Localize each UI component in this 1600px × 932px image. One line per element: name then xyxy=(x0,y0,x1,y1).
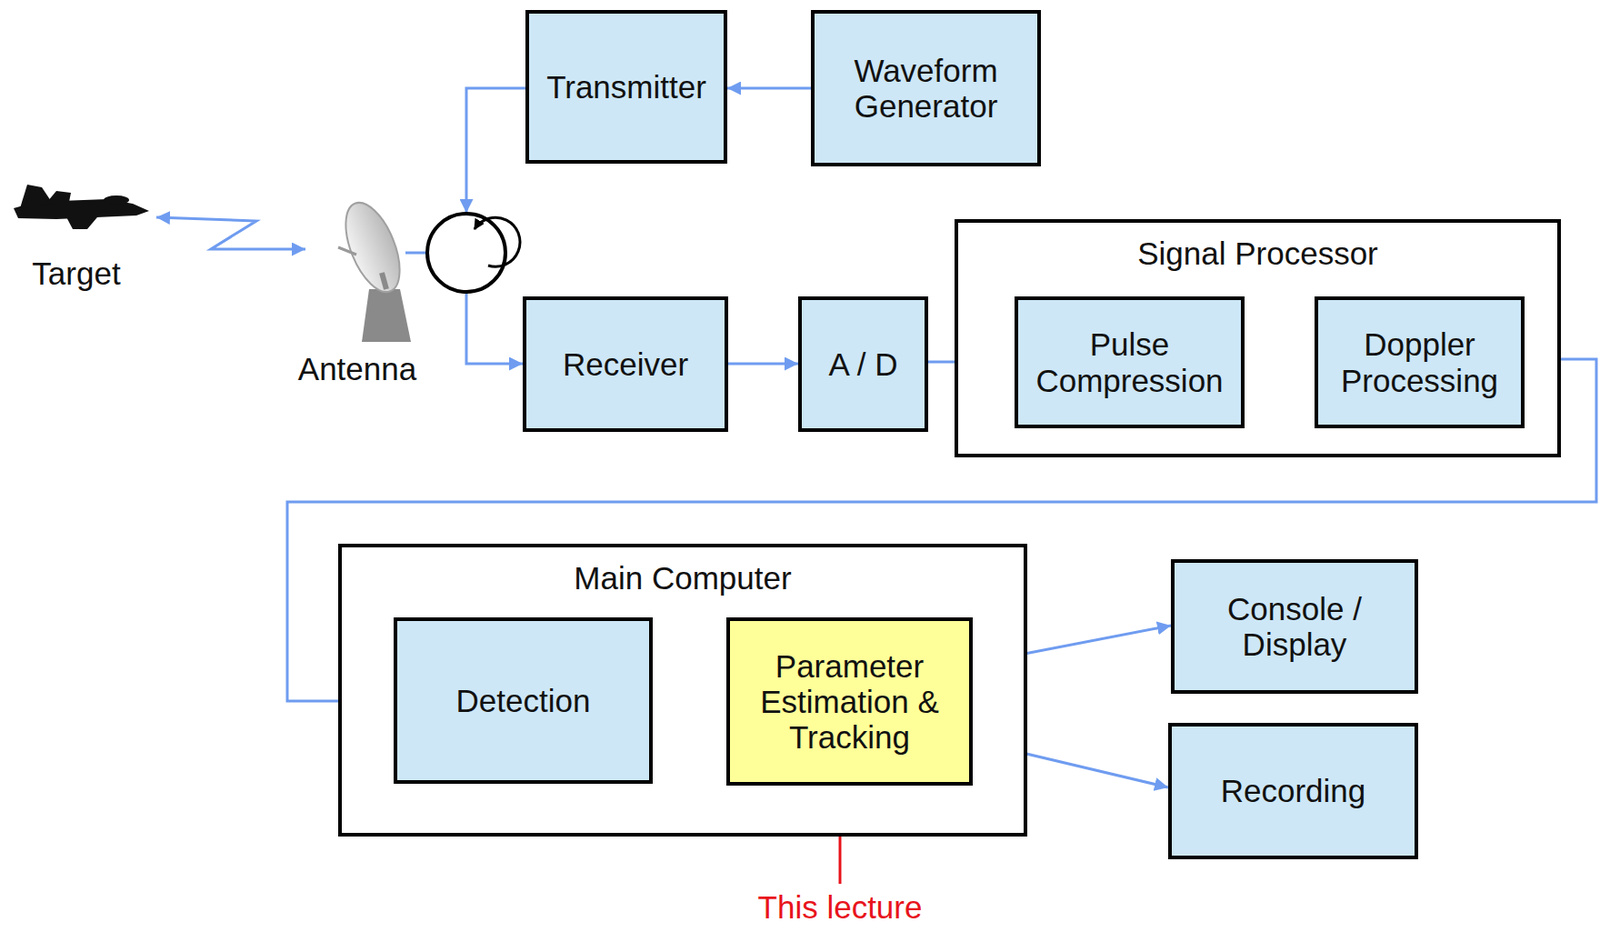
process-box: Detection xyxy=(393,617,653,784)
box-label: Recording xyxy=(1220,772,1367,809)
box-label: Signal Processor xyxy=(958,235,1558,271)
signal-arrow xyxy=(728,362,799,366)
box-label: Parameter Estimation & Tracking xyxy=(739,648,960,756)
circulator-symbol xyxy=(427,213,520,292)
target-label: Target xyxy=(31,255,120,291)
box-label: Console / Display xyxy=(1183,590,1406,662)
box-label: Doppler Processing xyxy=(1327,326,1512,398)
tx-wire xyxy=(466,88,526,213)
aircraft-icon xyxy=(13,184,150,230)
process-box: Console / Display xyxy=(1170,559,1419,694)
group-box: Signal ProcessorPulse Compression Doppler… xyxy=(954,219,1561,458)
process-box: Pulse Compression xyxy=(1014,296,1245,429)
process-box: Transmitter xyxy=(525,10,728,164)
box-label: Transmitter xyxy=(546,69,707,105)
antenna-label: Antenna xyxy=(298,350,417,387)
process-box: A / D xyxy=(798,296,929,432)
signal-arrow xyxy=(727,87,811,90)
box-label: Receiver xyxy=(562,346,689,382)
process-box: Doppler Processing xyxy=(1314,296,1525,429)
highlight-box: Parameter Estimation & Tracking xyxy=(726,617,973,786)
rx-wire xyxy=(466,291,523,364)
box-label: Main Computer xyxy=(341,560,1024,596)
box-label: A / D xyxy=(829,346,899,382)
antenna-icon xyxy=(334,195,411,342)
process-box: Waveform Generator xyxy=(810,10,1041,167)
box-label: Pulse Compression xyxy=(1027,326,1232,398)
process-box: Receiver xyxy=(522,296,729,432)
box-label: Detection xyxy=(456,682,591,719)
callout-note: This lecture xyxy=(758,889,923,925)
group-box: Main ComputerDetection Parameter Estimati… xyxy=(338,543,1028,837)
feed-wire xyxy=(405,251,428,255)
box-label: Waveform Generator xyxy=(823,52,1029,124)
radio-link xyxy=(156,217,306,250)
process-box: Recording xyxy=(1168,722,1419,860)
